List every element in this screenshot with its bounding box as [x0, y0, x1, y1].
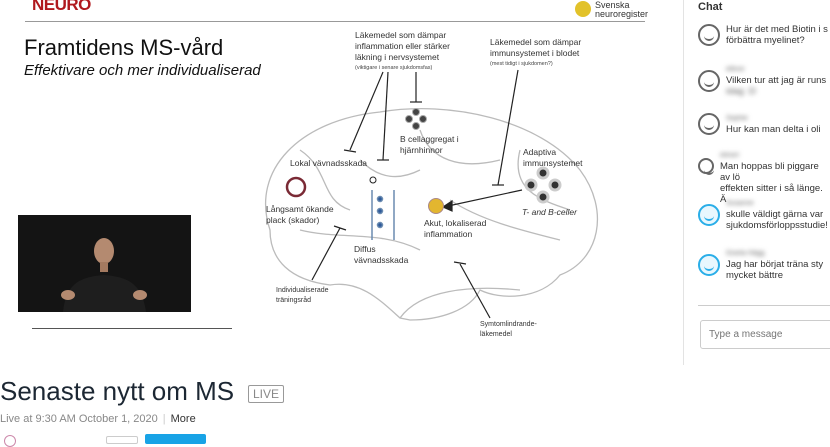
chat-divider: [698, 305, 830, 306]
tb-cell-cluster: [524, 166, 562, 204]
presenter-figure: [18, 215, 191, 312]
more-link[interactable]: More: [170, 413, 196, 425]
event-time: Live at 9:30 AM October 1, 2020: [0, 413, 158, 425]
follow-button[interactable]: [145, 434, 206, 444]
avatar-icon: [698, 254, 720, 276]
neuro-logo: NEURO: [32, 0, 91, 14]
chat-title: Chat: [698, 1, 723, 13]
slide-subtitle: Effektivare och mer individualiserad: [24, 62, 261, 79]
event-title: Senaste nytt om MS: [0, 376, 235, 406]
b-cell-cluster: [405, 108, 427, 130]
avatar-icon: [698, 113, 720, 135]
registry-line: neuroregister: [595, 9, 649, 19]
secondary-button[interactable]: [106, 436, 138, 444]
label-tb-cells: T- and B-celler: [522, 207, 577, 217]
slide-title: Framtidens MS-vård: [24, 35, 224, 60]
divider: [25, 21, 645, 22]
slide-divider: [32, 328, 232, 329]
live-badge: LIVE: [248, 385, 285, 403]
label-symptom: Symtomlindrande-läkemedel: [480, 321, 537, 338]
registry-line: Svenska: [595, 0, 630, 10]
channel-avatar[interactable]: [4, 435, 16, 447]
presenter-video[interactable]: [18, 215, 191, 312]
avatar-icon: [698, 158, 714, 175]
registry-seal-icon: [575, 1, 591, 17]
label-local-damage: Lokal vävnadsskada: [290, 158, 368, 168]
plaque-icon: [285, 176, 307, 198]
avatar-icon: [698, 24, 720, 46]
inflammation-spot: [428, 198, 444, 214]
event-meta: Live at 9:30 AM October 1, 2020|More: [0, 413, 196, 425]
nerve-fibers: [371, 190, 395, 240]
avatar-icon: [698, 204, 720, 226]
brain-diagram: [264, 69, 599, 321]
avatar-icon: [698, 70, 720, 92]
chat-message-input[interactable]: [700, 320, 830, 349]
